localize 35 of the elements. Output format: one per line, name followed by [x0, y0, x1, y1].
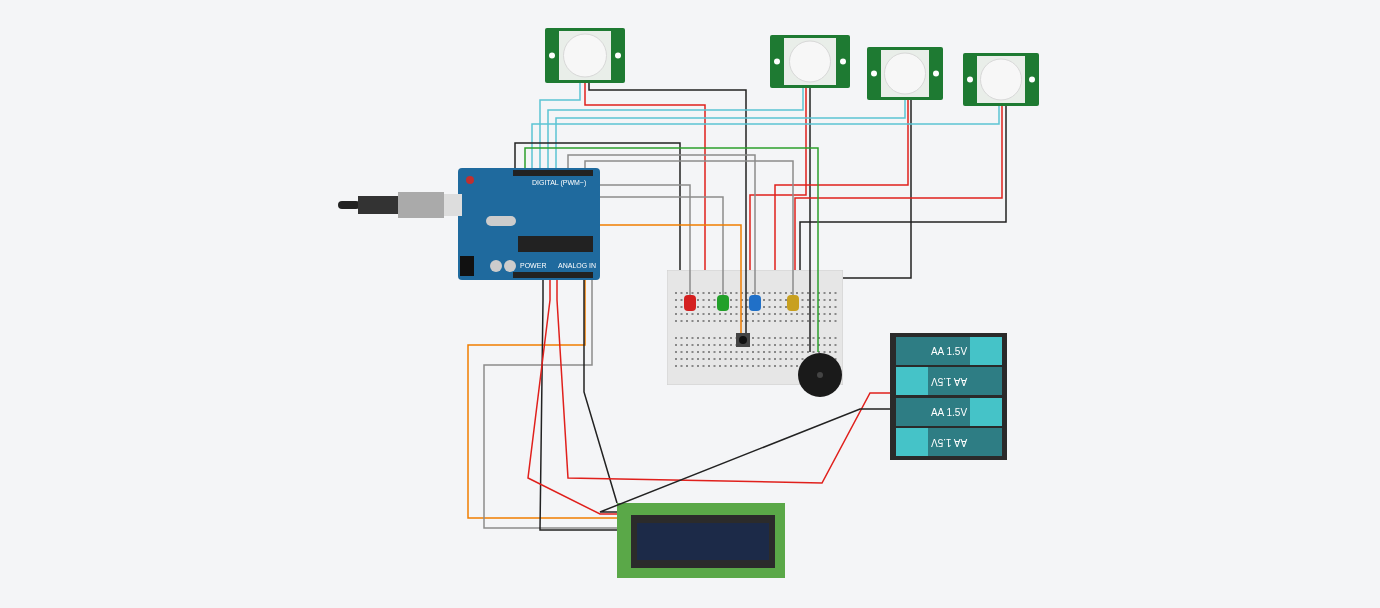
wire: [584, 160, 794, 296]
wire: [539, 279, 618, 531]
wire: [524, 147, 819, 353]
pir-sensor: [867, 47, 943, 100]
battery-holder: [890, 333, 1007, 460]
wire: [774, 99, 909, 271]
pir-sensor: [770, 35, 850, 88]
pir-sensor: [545, 28, 625, 83]
wire: [547, 87, 804, 169]
wire: [583, 279, 618, 504]
battery-cell: AA 1.5V: [896, 337, 1002, 365]
breadboard: [667, 270, 843, 385]
battery-cell: AA 1.5V: [896, 428, 1002, 456]
wire: [588, 82, 747, 334]
battery-cell: AA 1.5V: [896, 367, 1002, 395]
wire: [556, 279, 891, 484]
wire: [514, 142, 681, 271]
wire: [599, 408, 891, 513]
wire: [584, 82, 706, 271]
wire: [567, 154, 756, 296]
wire: [555, 99, 906, 169]
pir-sensor: [963, 53, 1039, 106]
wire: [599, 196, 724, 296]
push-button: [736, 333, 750, 347]
wire: [599, 224, 742, 334]
wire: [599, 184, 691, 296]
wire: [749, 87, 807, 271]
wire: [527, 279, 618, 515]
battery-cell: AA 1.5V: [896, 398, 1002, 426]
wire: [539, 82, 581, 169]
lcd-module: [617, 503, 785, 578]
wire: [842, 99, 912, 279]
wire: [809, 87, 811, 353]
piezo-buzzer: [797, 352, 843, 398]
wire: [531, 105, 1000, 169]
